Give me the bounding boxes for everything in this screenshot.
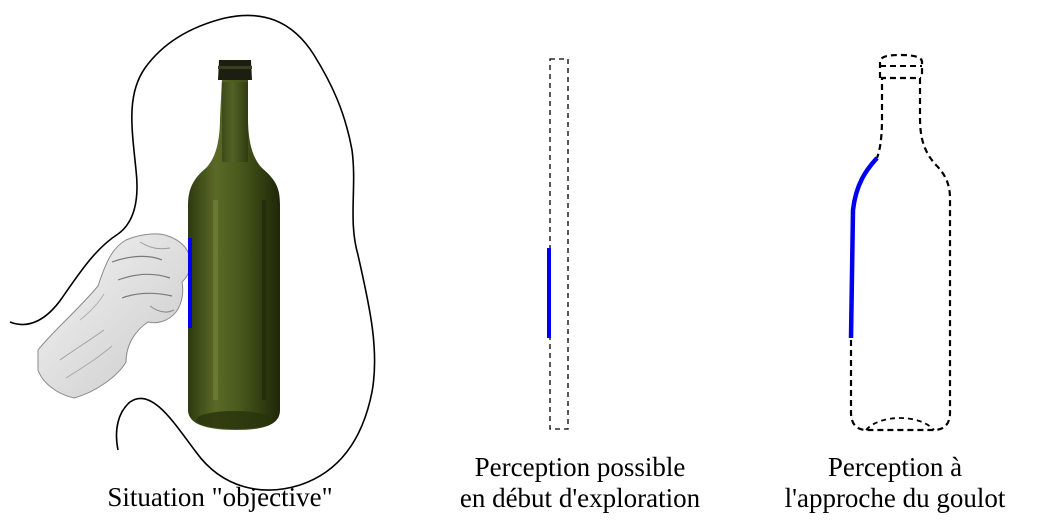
caption-neck: Perception à l'approche du goulot xyxy=(745,452,1041,514)
perceived-cylinder-outline xyxy=(549,58,569,430)
bottle-punt-outline xyxy=(865,417,935,431)
caption-neck-line-2: l'approche du goulot xyxy=(784,483,1006,513)
caption-neck-line-1: Perception à xyxy=(827,452,963,482)
wine-bottle-icon xyxy=(188,60,280,430)
caption-objective-line-1: Situation "objective" xyxy=(107,482,333,512)
caption-start-line-2: en début d'exploration xyxy=(459,483,701,513)
caption-start-line-1: Perception possible xyxy=(474,452,686,482)
panel-start xyxy=(547,58,569,430)
panel-neck xyxy=(848,53,952,432)
perceived-contact-curve xyxy=(848,156,879,339)
hand-icon xyxy=(37,233,191,399)
panel-objective xyxy=(9,14,376,491)
caption-start: Perception possible en début d'explorati… xyxy=(420,452,740,514)
bottle-lip-outline xyxy=(878,53,924,78)
exploration-outline xyxy=(9,14,376,491)
perceived-bottle-outline xyxy=(849,76,952,432)
caption-objective: Situation "objective" xyxy=(40,482,400,513)
